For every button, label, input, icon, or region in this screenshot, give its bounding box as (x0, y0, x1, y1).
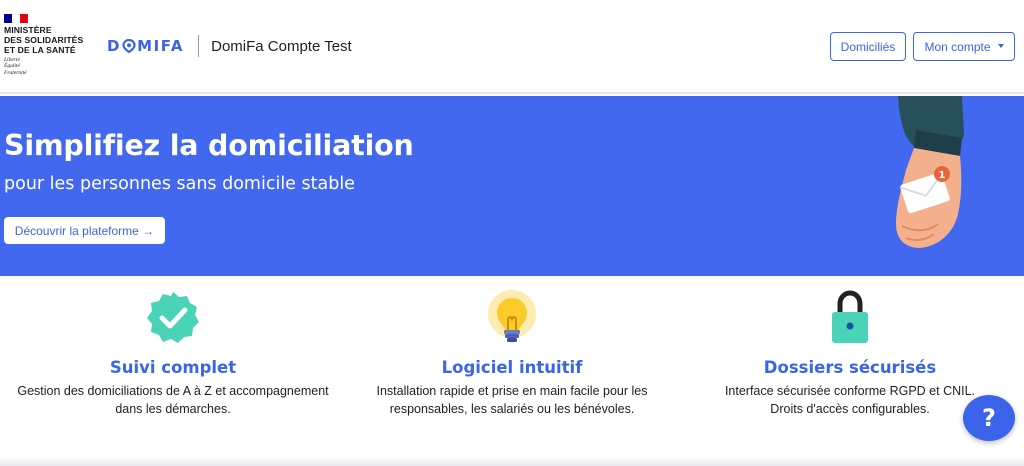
domifa-logo: D MIFA (107, 37, 185, 55)
lightbulb-icon (488, 290, 536, 342)
motto-fraternite: Fraternité (4, 69, 27, 76)
mon-compte-label: Mon compte (924, 39, 991, 54)
feature-title: Logiciel intuitif (441, 358, 583, 377)
notification-badge-count: 1 (939, 170, 946, 181)
location-pin-icon (122, 39, 136, 53)
mon-compte-dropdown[interactable]: Mon compte (913, 32, 1015, 61)
check-badge-icon (147, 292, 199, 343)
feature-description: Gestion des domiciliations de A à Z et a… (3, 382, 343, 418)
ministry-line-3: ET DE LA SANTÉ (4, 45, 76, 55)
hero-title: Simplifiez la domiciliation (4, 129, 414, 162)
feature-dossiers-securises: Dossiers sécurisés Interface sécurisée c… (680, 288, 1020, 418)
hero-banner: Simplifiez la domiciliation pour les per… (0, 96, 1024, 276)
page-bottom-edge (0, 456, 1024, 466)
feature-description: Installation rapide et prise en main fac… (342, 382, 682, 418)
brand[interactable]: D MIFA DomiFa Compte Test (107, 35, 352, 57)
motto-liberte: Liberté (4, 57, 20, 63)
ministry-line-2: DES SOLIDARITÉS (4, 35, 84, 45)
feature-desc-line: Installation rapide et prise en main fac… (376, 384, 648, 398)
motto-egalite: Égalité (4, 63, 20, 70)
hero-subtitle: pour les personnes sans domicile stable (4, 174, 355, 194)
top-header: MINISTÈRE DES SOLIDARITÉS ET DE LA SANTÉ… (0, 0, 1024, 94)
french-flag-icon (4, 14, 28, 23)
feature-logiciel-intuitif: Logiciel intuitif Installation rapide et… (342, 288, 682, 418)
feature-desc-line: Droits d'accès configurables. (770, 402, 930, 416)
padlock-icon (832, 290, 868, 343)
feature-desc-line: dans les démarches. (115, 402, 231, 416)
domicilies-button[interactable]: Domiciliés (830, 32, 906, 61)
feature-description: Interface sécurisée conforme RGPD et CNI… (680, 382, 1020, 418)
feature-title: Suivi complet (109, 358, 237, 377)
feature-title: Dossiers sécurisés (763, 358, 937, 377)
caret-down-icon (997, 43, 1004, 48)
brand-separator (198, 35, 200, 57)
ministry-line-1: MINISTÈRE (4, 25, 52, 35)
brand-name: DomiFa Compte Test (211, 37, 352, 55)
feature-desc-line: responsables, les salariés ou les bénévo… (389, 402, 635, 416)
ministry-logo[interactable]: MINISTÈRE DES SOLIDARITÉS ET DE LA SANTÉ… (4, 14, 94, 76)
republic-motto: Liberté Égalité Fraternité (4, 57, 94, 76)
hand-with-letter-illustration: 1 (896, 96, 964, 248)
help-button[interactable]: ? (963, 395, 1015, 441)
feature-desc-line: Interface sécurisée conforme RGPD et CNI… (724, 384, 976, 398)
feature-desc-line: Gestion des domiciliations de A à Z et a… (17, 384, 329, 398)
discover-platform-button[interactable]: Découvrir la plateforme → (4, 217, 165, 244)
feature-suivi-complet: Suivi complet Gestion des domiciliations… (3, 288, 343, 418)
